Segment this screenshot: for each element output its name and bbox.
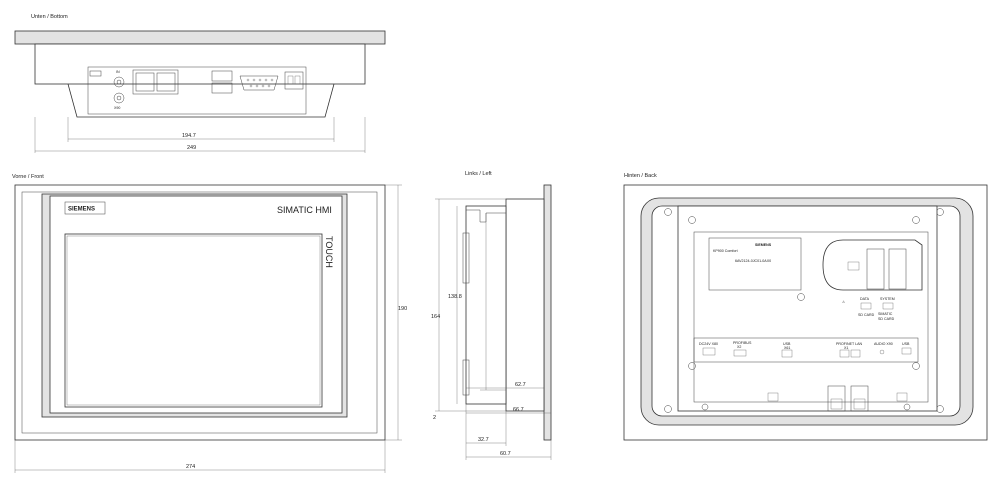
power-connector bbox=[284, 71, 304, 90]
front-siemens-logo: SIEMENS bbox=[68, 207, 95, 213]
system-sub-label-2: SD CARD bbox=[878, 317, 895, 321]
port-label-power: DC24V X80 bbox=[699, 342, 718, 346]
rating-label bbox=[708, 237, 802, 291]
front-display bbox=[64, 233, 323, 408]
dim-left-d1: 62.7 bbox=[515, 382, 526, 388]
bottom-front-bezel bbox=[14, 30, 386, 45]
back-clip-2 bbox=[896, 392, 908, 402]
back-label-title: KP900 Comfort bbox=[713, 249, 738, 253]
dim-bottom-inner: 194.7 bbox=[182, 133, 196, 139]
dim-left-zero: 2 bbox=[433, 415, 436, 421]
profinet-ports bbox=[132, 69, 179, 95]
port-label-usb: USB bbox=[783, 342, 791, 346]
svg-text:X90: X90 bbox=[114, 106, 120, 110]
sd-card-cover bbox=[822, 239, 923, 291]
back-connector-1 bbox=[827, 385, 846, 412]
system-sub-label-1: SIMATIC bbox=[878, 312, 893, 316]
svg-text:IN: IN bbox=[116, 70, 120, 74]
usb-port-1 bbox=[211, 70, 233, 82]
left-view: Links / Left 164 138.8 62.7 66.7 2 32.7 … bbox=[431, 171, 552, 460]
front-bezel-edge bbox=[21, 191, 378, 434]
port-label-strip bbox=[693, 337, 919, 363]
dim-left-total: 164 bbox=[431, 314, 440, 320]
dim-left-d4: 60.7 bbox=[500, 451, 511, 457]
left-clip-top bbox=[462, 232, 470, 284]
left-view-title: Links / Left bbox=[465, 171, 492, 177]
back-view-title: Hinten / Back bbox=[624, 173, 657, 179]
back-siemens-logo: SIEMENS bbox=[755, 243, 772, 247]
system-label: SYSTEM bbox=[880, 297, 895, 301]
dim-left-inner: 138.8 bbox=[448, 294, 462, 300]
data-label: DATA bbox=[860, 297, 870, 301]
back-module bbox=[677, 205, 938, 412]
dim-front-height: 190 bbox=[398, 306, 407, 312]
left-housing bbox=[505, 198, 545, 412]
front-brand-label: SIMATIC HMI bbox=[277, 205, 332, 215]
screw-hole-tl bbox=[664, 208, 672, 216]
front-view-title: Vorne / Front bbox=[12, 174, 44, 180]
rj45-port-2 bbox=[156, 72, 176, 92]
port-label-audio: AUDIO X90 bbox=[874, 342, 893, 346]
port-label-profibus: PROFIBUS bbox=[733, 341, 752, 345]
screw-hole-bl bbox=[664, 405, 672, 413]
bottom-rear-tray bbox=[67, 83, 335, 118]
back-connector-2 bbox=[850, 385, 869, 412]
front-siemens-badge bbox=[64, 201, 106, 215]
svg-text:⚠: ⚠ bbox=[842, 300, 846, 304]
back-clip-1 bbox=[767, 392, 779, 402]
rj45-port-1 bbox=[135, 72, 155, 92]
dim-front-width: 274 bbox=[186, 464, 195, 470]
bottom-view-title: Unten / Bottom bbox=[31, 14, 68, 20]
front-touch-label: TOUCH bbox=[324, 236, 334, 268]
port-sub-usb: X61 bbox=[784, 346, 790, 350]
bottom-housing bbox=[34, 43, 366, 85]
sd-slot-data bbox=[866, 248, 885, 290]
back-order-number: 6AV2124-0JC01-0AX0 bbox=[735, 259, 771, 263]
audio-jack-in bbox=[113, 76, 125, 88]
dim-left-d2: 66.7 bbox=[513, 407, 524, 413]
dim-bottom-outer: 249 bbox=[187, 145, 196, 151]
left-clip-bottom bbox=[462, 359, 470, 396]
port-sub-profibus: X2 bbox=[737, 345, 741, 349]
back-view: Hinten / Back SIEMENS KP900 Comfort 6AV2… bbox=[623, 173, 988, 441]
mini-usb-port bbox=[89, 70, 102, 77]
bottom-view: Unten / Bottom IN X90 bbox=[14, 14, 386, 153]
audio-jack-out bbox=[113, 92, 125, 104]
sd-slot-system bbox=[888, 248, 907, 290]
usb-port-2 bbox=[211, 82, 233, 94]
port-label-profinet: PROFINET LAN bbox=[836, 342, 862, 346]
front-view: Vorne / Front SIEMENS SIMATIC HMI TOUCH … bbox=[12, 174, 407, 473]
back-module-inner bbox=[693, 231, 929, 403]
dim-left-d3: 32.7 bbox=[478, 437, 489, 443]
port-sub-profinet: X1 bbox=[844, 346, 848, 350]
front-panel bbox=[49, 195, 343, 414]
port-label-usb-2: USB bbox=[902, 342, 910, 346]
left-front-bezel bbox=[543, 184, 552, 441]
bottom-connector-panel bbox=[87, 66, 307, 115]
data-sub-label: SD CARD bbox=[858, 313, 875, 317]
profibus-db9-connector bbox=[239, 75, 279, 91]
